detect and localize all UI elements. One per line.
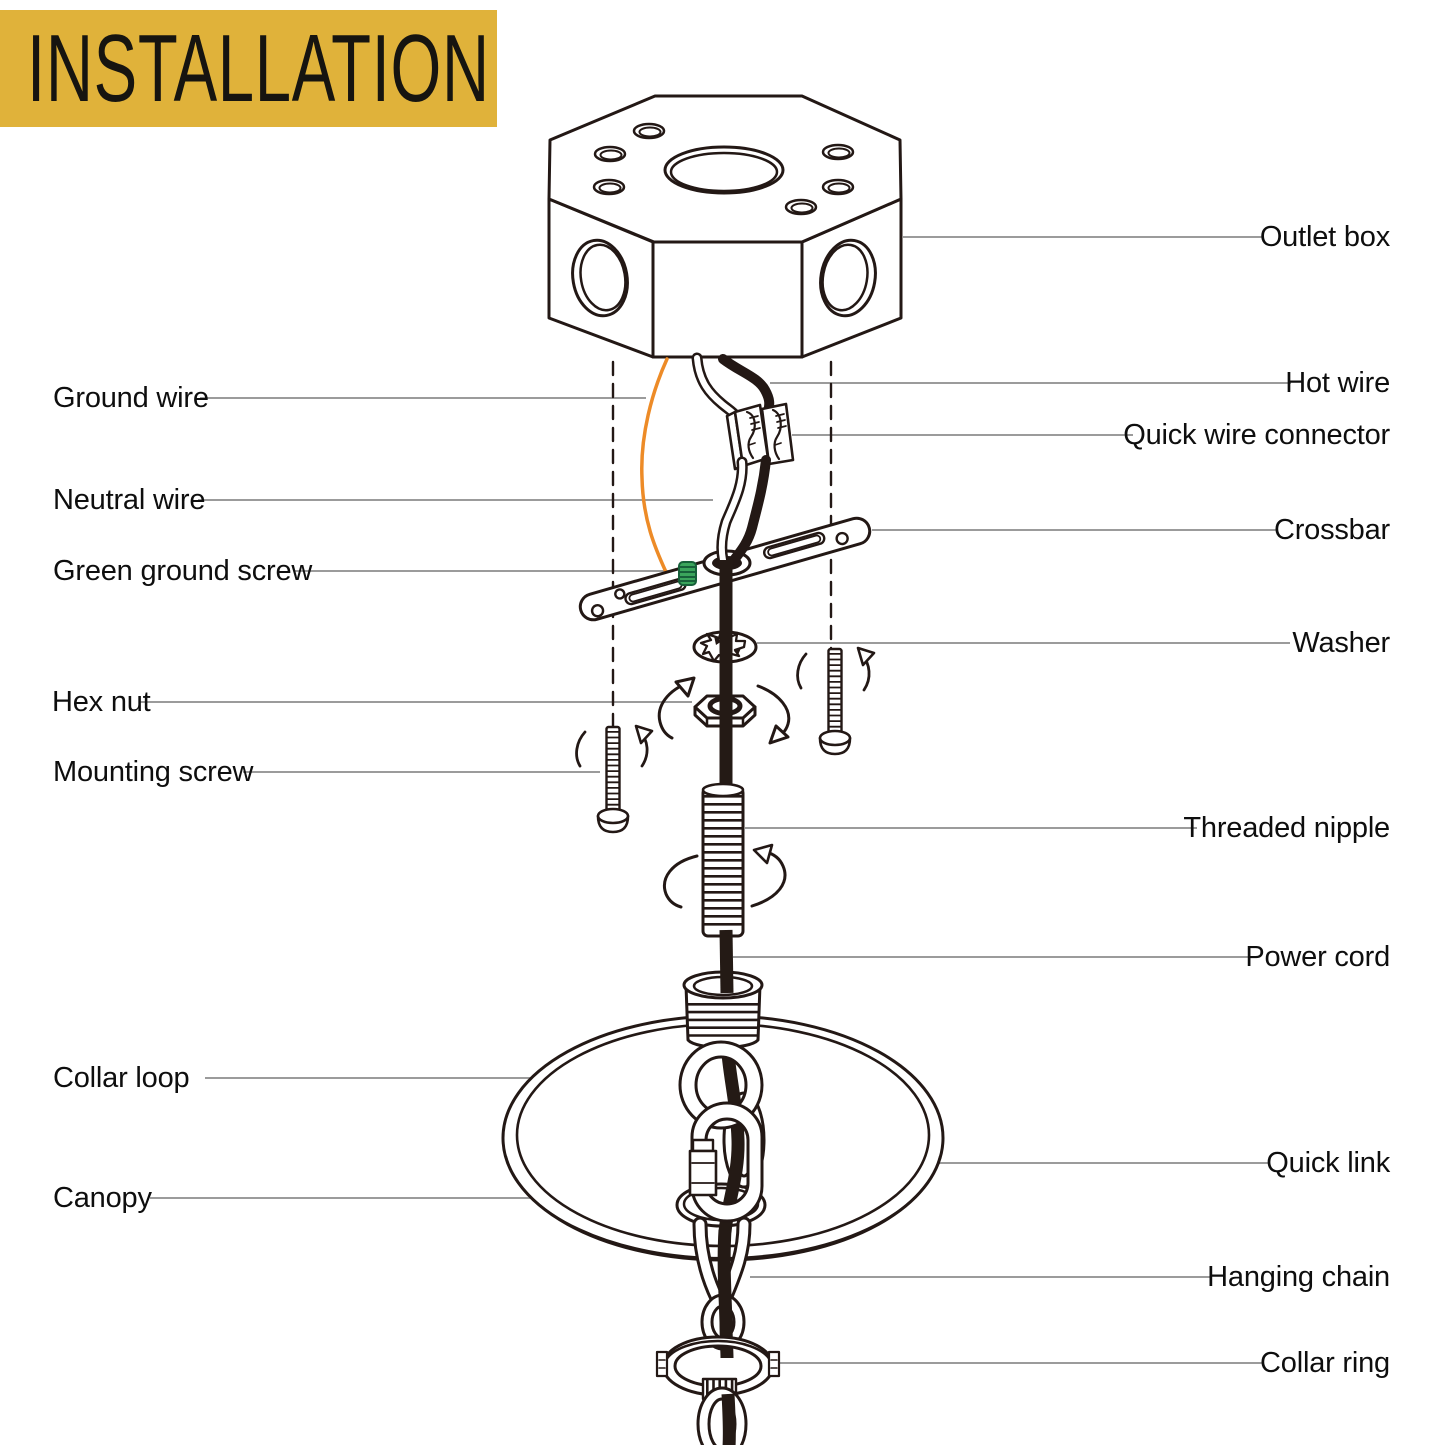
ground-wire-drawing [640, 357, 669, 574]
hot-wire-drawing [718, 354, 775, 417]
power-cord-mid-drawing [719, 929, 734, 994]
label-quick-wire-connector: Quick wire connector [1123, 419, 1390, 451]
label-canopy: Canopy [53, 1182, 152, 1214]
power-cord-chain-drawing [717, 1229, 734, 1359]
title-banner: INSTALLATION [0, 10, 497, 127]
quick-wire-connector-drawing [725, 402, 795, 471]
label-crossbar: Crossbar [1273, 514, 1390, 546]
label-collar-ring: Collar ring [1260, 1347, 1390, 1379]
label-outlet-box: Outlet box [1259, 221, 1390, 253]
label-neutral-wire: Neutral wire [53, 484, 206, 516]
label-hanging-chain: Hanging chain [1207, 1261, 1390, 1293]
power-cord-bottom-drawing [721, 1393, 736, 1445]
label-quick-link: Quick link [1266, 1147, 1390, 1179]
hot-wire-lower-drawing [729, 455, 771, 565]
label-mounting-screw: Mounting screw [53, 756, 254, 788]
threaded-nipple-drawing [663, 782, 787, 938]
label-green-ground-screw: Green ground screw [53, 555, 313, 587]
rotation-arrows-hex-nut [657, 676, 791, 745]
label-hex-nut: Hex nut [52, 686, 151, 718]
neutral-wire-lower-drawing [716, 456, 748, 566]
label-power-cord: Power cord [1245, 941, 1390, 973]
label-ground-wire: Ground wire [53, 382, 209, 414]
mounting-screw-right-drawing [796, 646, 876, 756]
page-title: INSTALLATION [27, 14, 490, 122]
label-washer: Washer [1292, 627, 1390, 659]
dashed-guide-lines [611, 360, 833, 748]
mounting-screw-left-drawing [575, 724, 654, 834]
green-ground-screw-drawing [678, 561, 697, 586]
quick-link-drawing [688, 1101, 764, 1223]
label-threaded-nipple: Threaded nipple [1183, 812, 1390, 844]
label-collar-loop: Collar loop [53, 1062, 190, 1094]
label-hot-wire: Hot wire [1285, 367, 1390, 399]
leader-lines [140, 236, 1291, 1364]
outlet-box-drawing [547, 94, 903, 359]
